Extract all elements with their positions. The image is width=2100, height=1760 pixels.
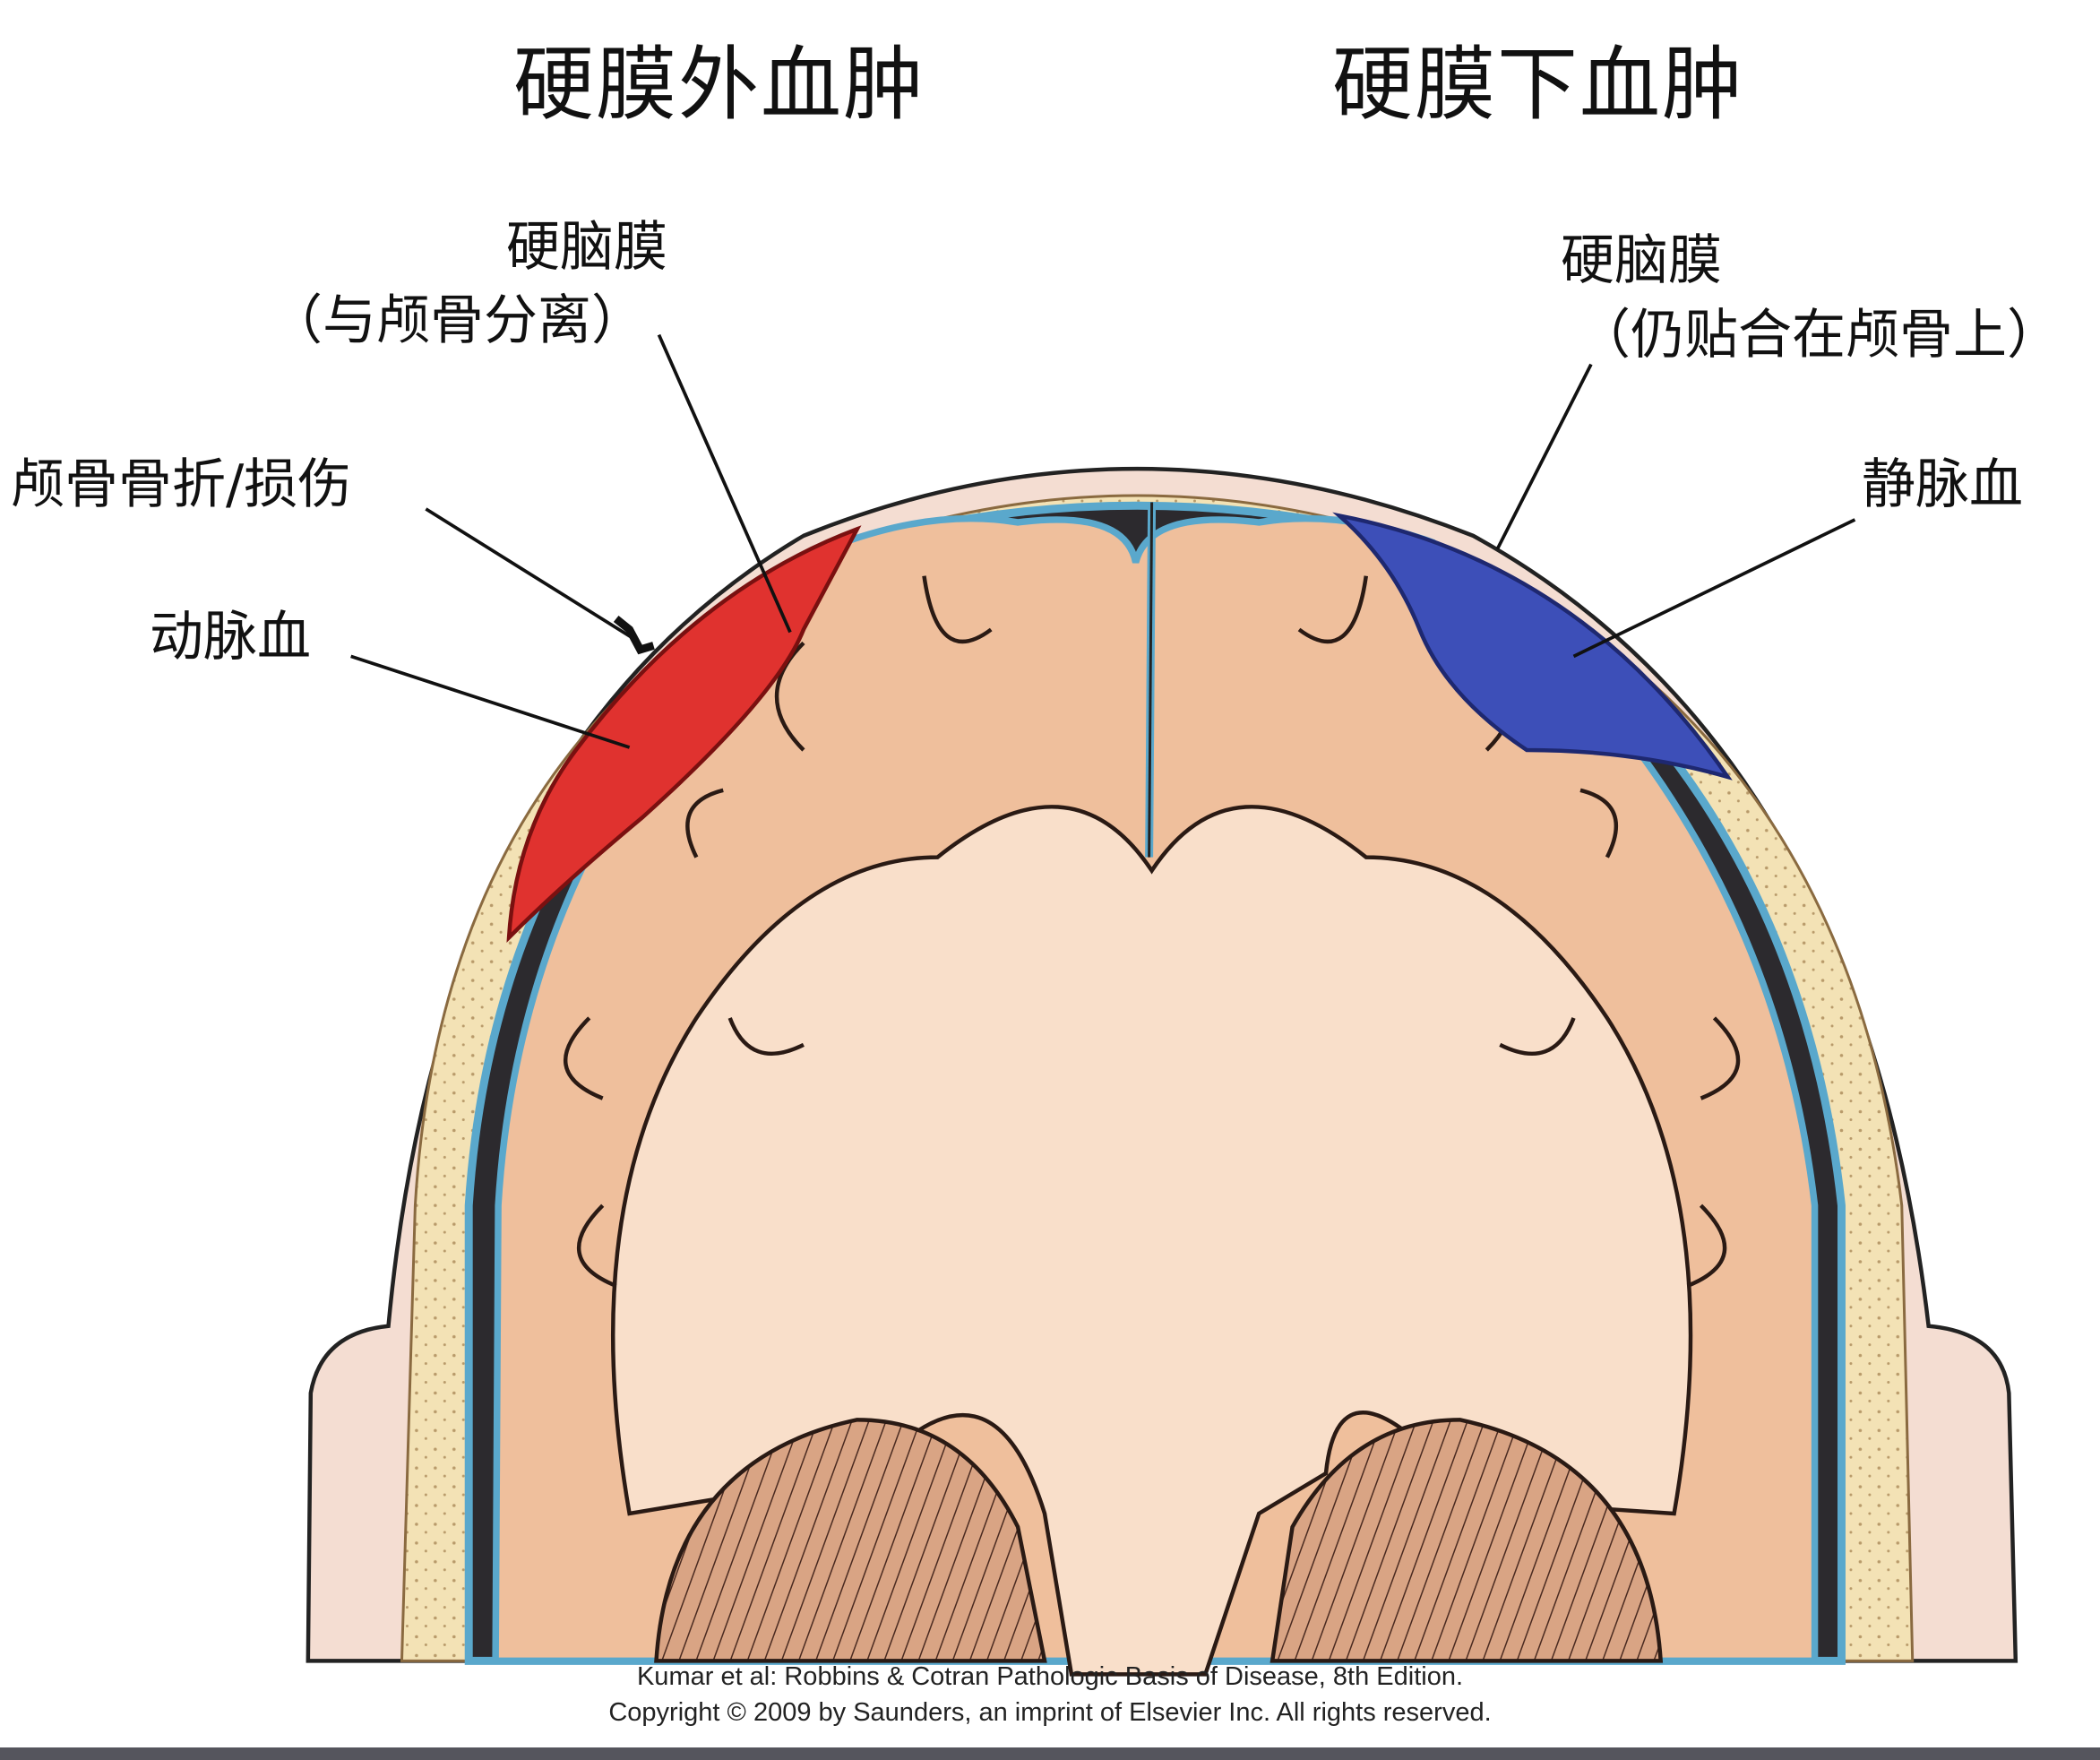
leader-lines: [350, 333, 1856, 749]
label-venous-blood: 静脉血: [1862, 453, 2023, 516]
label-dura-right-note: （仍贴合在颅骨上）: [1577, 304, 2061, 367]
title-subdural-hematoma: 硬膜下血肿: [1332, 38, 1744, 132]
subdural-hematoma: [1332, 512, 1733, 781]
caption-line-2: Copyright © 2009 by Saunders, an imprint…: [608, 1698, 1492, 1727]
cerebellum-left: [654, 1418, 1047, 1663]
label-dura-left-note: （与颅骨分离）: [269, 289, 645, 352]
label-skull-fracture: 颅骨骨折/损伤: [11, 453, 352, 516]
skull-fracture-mark: [613, 616, 655, 655]
label-dura-right: 硬脑膜: [1561, 229, 1722, 292]
bottom-bar: [0, 1747, 2100, 1760]
epidural-hematoma: [506, 525, 862, 944]
caption-line-1: Kumar et al: Robbins & Cotran Pathologic…: [636, 1662, 1464, 1691]
cerebellum-right: [1269, 1418, 1664, 1663]
label-arterial-blood: 动脉血: [150, 606, 311, 669]
title-epidural-hematoma: 硬膜外血肿: [513, 38, 925, 132]
label-dura-left: 硬脑膜: [506, 216, 667, 279]
